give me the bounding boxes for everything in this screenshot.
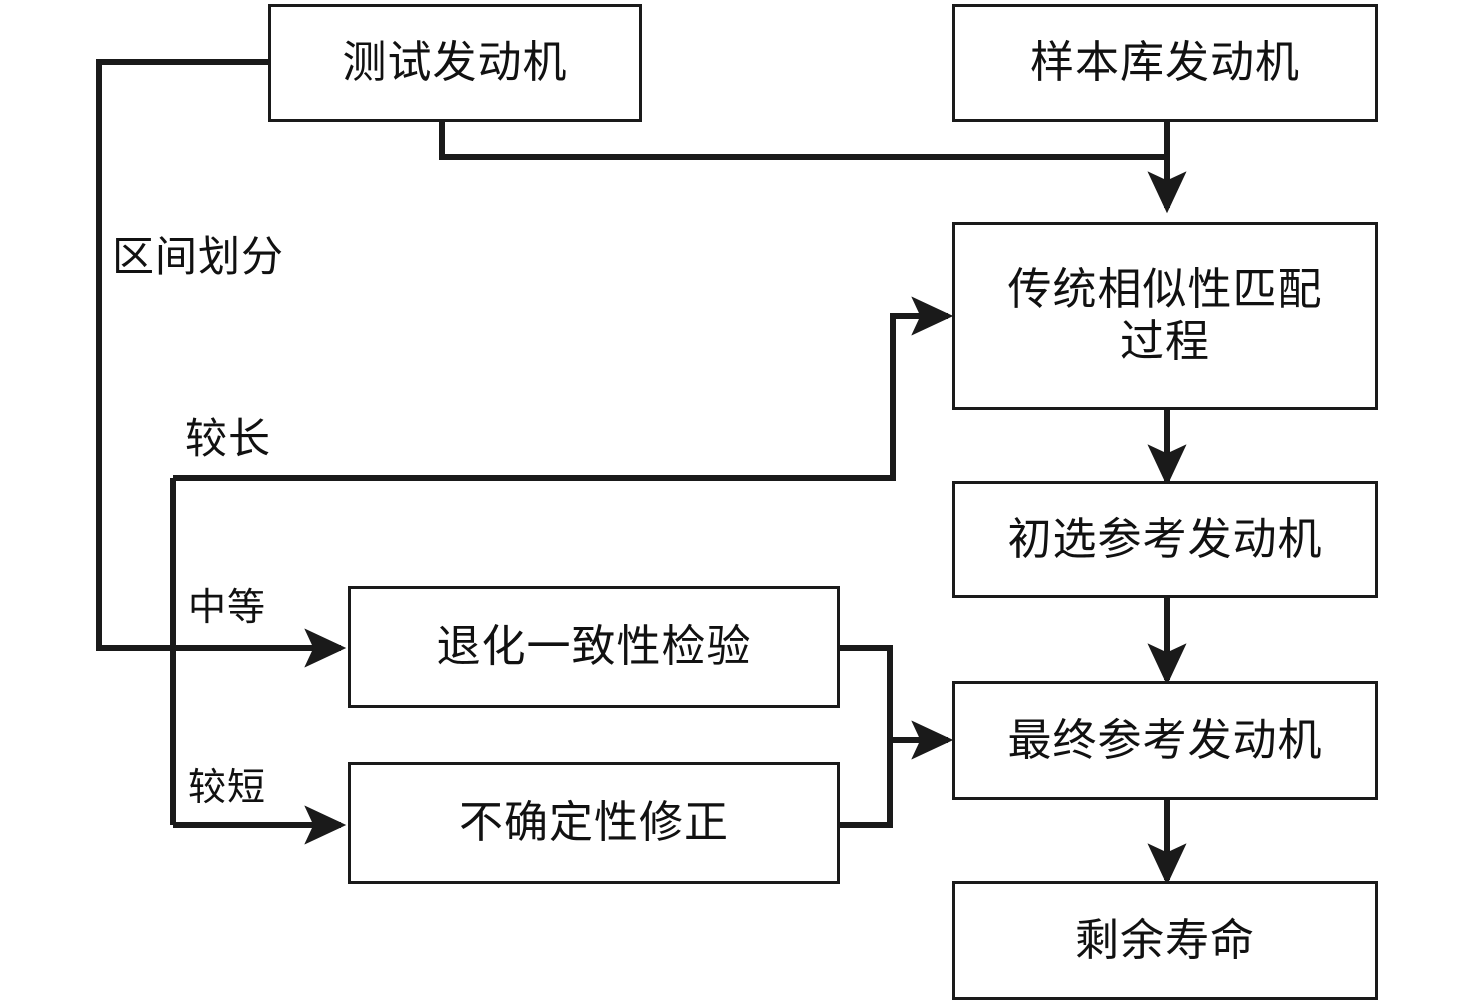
node-final-reference-engine-label: 最终参考发动机 <box>1007 714 1323 766</box>
node-remaining-life[interactable]: 剩余寿命 <box>952 881 1378 1000</box>
edge-longer-to-similarity <box>173 296 954 481</box>
node-preliminary-reference-engine[interactable]: 初选参考发动机 <box>952 481 1378 598</box>
node-uncertainty-correction-label: 不确定性修正 <box>459 797 729 849</box>
edge-label-medium: 中等 <box>188 585 267 629</box>
edge-label-shorter: 较短 <box>188 765 267 809</box>
node-remaining-life-label: 剩余寿命 <box>1075 914 1255 966</box>
edge-degradation-test-to-merge <box>840 645 893 740</box>
node-sample-library-engine[interactable]: 样本库发动机 <box>952 4 1378 122</box>
edge-label-longer: 较长 <box>185 414 272 463</box>
edge-label-interval-division: 区间划分 <box>112 232 285 281</box>
node-degradation-consistency-test-label: 退化一致性检验 <box>436 621 752 673</box>
edge-uncertainty-correction-to-merge <box>840 740 893 828</box>
node-test-engine[interactable]: 测试发动机 <box>268 4 642 122</box>
node-degradation-consistency-test[interactable]: 退化一致性检验 <box>348 586 840 708</box>
node-sample-library-engine-label: 样本库发动机 <box>1030 37 1300 89</box>
node-uncertainty-correction[interactable]: 不确定性修正 <box>348 762 840 884</box>
node-test-engine-label: 测试发动机 <box>342 37 568 89</box>
node-final-reference-engine[interactable]: 最终参考发动机 <box>952 681 1378 800</box>
node-similarity-matching[interactable]: 传统相似性匹配 过程 <box>952 222 1378 410</box>
node-preliminary-reference-engine-label: 初选参考发动机 <box>1007 513 1323 565</box>
edge-test-engine-to-interval-division <box>96 59 268 651</box>
edge-test-engine-to-similarity <box>439 122 1187 214</box>
node-similarity-matching-label: 传统相似性匹配 过程 <box>1007 264 1323 367</box>
